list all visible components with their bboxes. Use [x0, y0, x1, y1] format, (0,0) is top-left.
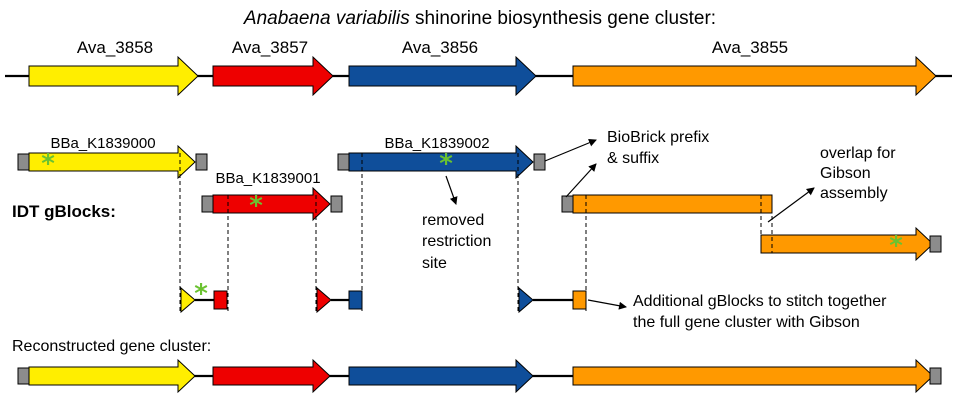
stitch-orange-block — [572, 290, 587, 310]
gene-arrow-ava-3856 — [348, 55, 537, 97]
gene-label-ava-3857: Ava_3857 — [232, 38, 308, 57]
svg-text:site: site — [422, 255, 447, 272]
star-icon: * — [41, 149, 55, 179]
gene-label-ava-3855: Ava_3855 — [712, 38, 788, 57]
gblock-label-k1839000: BBa_K1839000 — [50, 135, 155, 152]
stitch-red-tip — [316, 286, 332, 314]
annotation-biobrick: BioBrick prefix & suffix — [544, 129, 709, 198]
annotation-removed-site: removed restriction site — [422, 175, 491, 272]
svg-text:Additional gBlocks to stitch t: Additional gBlocks to stitch together — [633, 293, 887, 310]
reconstructed-label: Reconstructed gene cluster: — [12, 338, 211, 355]
callout-arrow-icon — [587, 299, 627, 310]
svg-text:the full gene cluster with Gib: the full gene cluster with Gibson — [633, 314, 860, 331]
figure-title: Anabaena variabilis shinorine biosynthes… — [243, 8, 716, 29]
gblock-label-k1839001: BBa_K1839001 — [215, 170, 320, 187]
gblock-k1839001: * — [201, 186, 343, 222]
alignment-guides — [28, 153, 773, 314]
svg-text:Gibson: Gibson — [820, 165, 871, 182]
callout-arrow-icon — [565, 163, 597, 198]
svg-text:overlap for: overlap for — [820, 145, 896, 162]
gene-arrow-ava-3858 — [28, 55, 199, 97]
annotation-additional: Additional gBlocks to stitch together th… — [587, 293, 887, 331]
title-italic: Anabaena variabilis — [243, 8, 410, 29]
native-gene-cluster — [5, 55, 952, 97]
stitch-blue-tip — [518, 286, 534, 314]
reconstructed-gene-cluster — [17, 358, 942, 394]
svg-text:removed: removed — [422, 212, 484, 229]
star-icon: * — [439, 149, 453, 179]
annotation-overlap: overlap for Gibson assembly — [767, 145, 896, 223]
star-icon: * — [194, 279, 208, 309]
svg-text:restriction: restriction — [422, 233, 491, 250]
svg-text:& suffix: & suffix — [607, 150, 659, 167]
gblock-k1839000: * — [17, 144, 208, 180]
svg-text:BioBrick prefix: BioBrick prefix — [607, 129, 709, 146]
callout-arrow-icon — [445, 175, 458, 205]
callout-arrow-icon — [767, 187, 815, 223]
star-icon: * — [889, 231, 903, 261]
gblock-ava-3855-part2: * — [760, 226, 942, 262]
idt-gblocks-label: IDT gBlocks: — [12, 202, 116, 221]
stitch-yellow — [180, 286, 196, 314]
title-rest: shinorine biosynthesis gene cluster: — [410, 8, 716, 29]
stitching-gblocks: * — [180, 279, 587, 314]
svg-text:assembly: assembly — [820, 185, 888, 202]
gene-label-ava-3856: Ava_3856 — [402, 38, 478, 57]
gblock-k1839002: * — [337, 144, 546, 180]
gblock-label-k1839002: BBa_K1839002 — [384, 135, 489, 152]
stitch-red-block — [213, 290, 228, 310]
star-icon: * — [249, 191, 263, 221]
gene-arrow-ava-3855 — [572, 55, 937, 97]
callout-arrow-icon — [544, 138, 597, 162]
gblock-ava-3855-part1 — [561, 194, 773, 214]
gene-label-ava-3858: Ava_3858 — [77, 38, 153, 57]
gene-arrow-ava-3857 — [212, 55, 334, 97]
stitch-blue-block — [348, 290, 363, 310]
